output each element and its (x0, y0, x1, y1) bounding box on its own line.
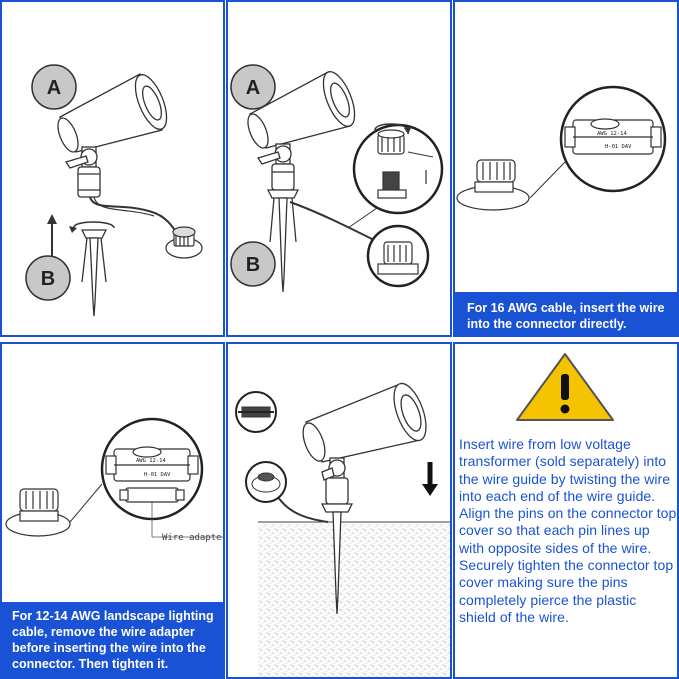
label-a: A (246, 77, 260, 99)
connector-gauge-label: AWG 12-14 (597, 131, 627, 137)
connector-assembly-illustration: A B (230, 64, 444, 293)
installation-instructions: Insert wire from low voltage transformer… (459, 436, 677, 625)
install-in-ground-illustration (235, 382, 450, 677)
label-b: B (41, 268, 55, 290)
wire-adapter-label: Wire adapter (162, 533, 225, 543)
spotlight-stake-illustration: A B (25, 64, 203, 317)
step-4-panel: AWG 12-14 H-01 DAV Wire adapter For 12-1… (0, 342, 225, 679)
connector-voltage-label: H-01 DAV (605, 144, 632, 150)
step-3-panel: AWG 12-14 H-01 DAV For 16 AWG cable, ins… (453, 0, 679, 337)
connector-12-14awg-illustration: AWG 12-14 H-01 DAV Wire adapter (5, 417, 225, 543)
caption-12-14awg: For 12-14 AWG landscape lighting cable, … (2, 602, 223, 677)
connector-gauge-label: AWG 12-14 (136, 458, 166, 464)
step-5-panel (226, 342, 452, 679)
connector-16awg-illustration: AWG 12-14 H-01 DAV (456, 85, 667, 211)
step-2-panel: A B (226, 0, 452, 337)
step-1-panel: A B (0, 0, 225, 337)
connector-voltage-label: H-01 DAV (144, 472, 171, 478)
step-6-panel: Insert wire from low voltage transformer… (453, 342, 679, 679)
caption-16awg: For 16 AWG cable, insert the wire into t… (455, 292, 677, 335)
warning-sign (516, 353, 614, 421)
label-a: A (47, 77, 61, 99)
label-b: B (246, 254, 260, 276)
